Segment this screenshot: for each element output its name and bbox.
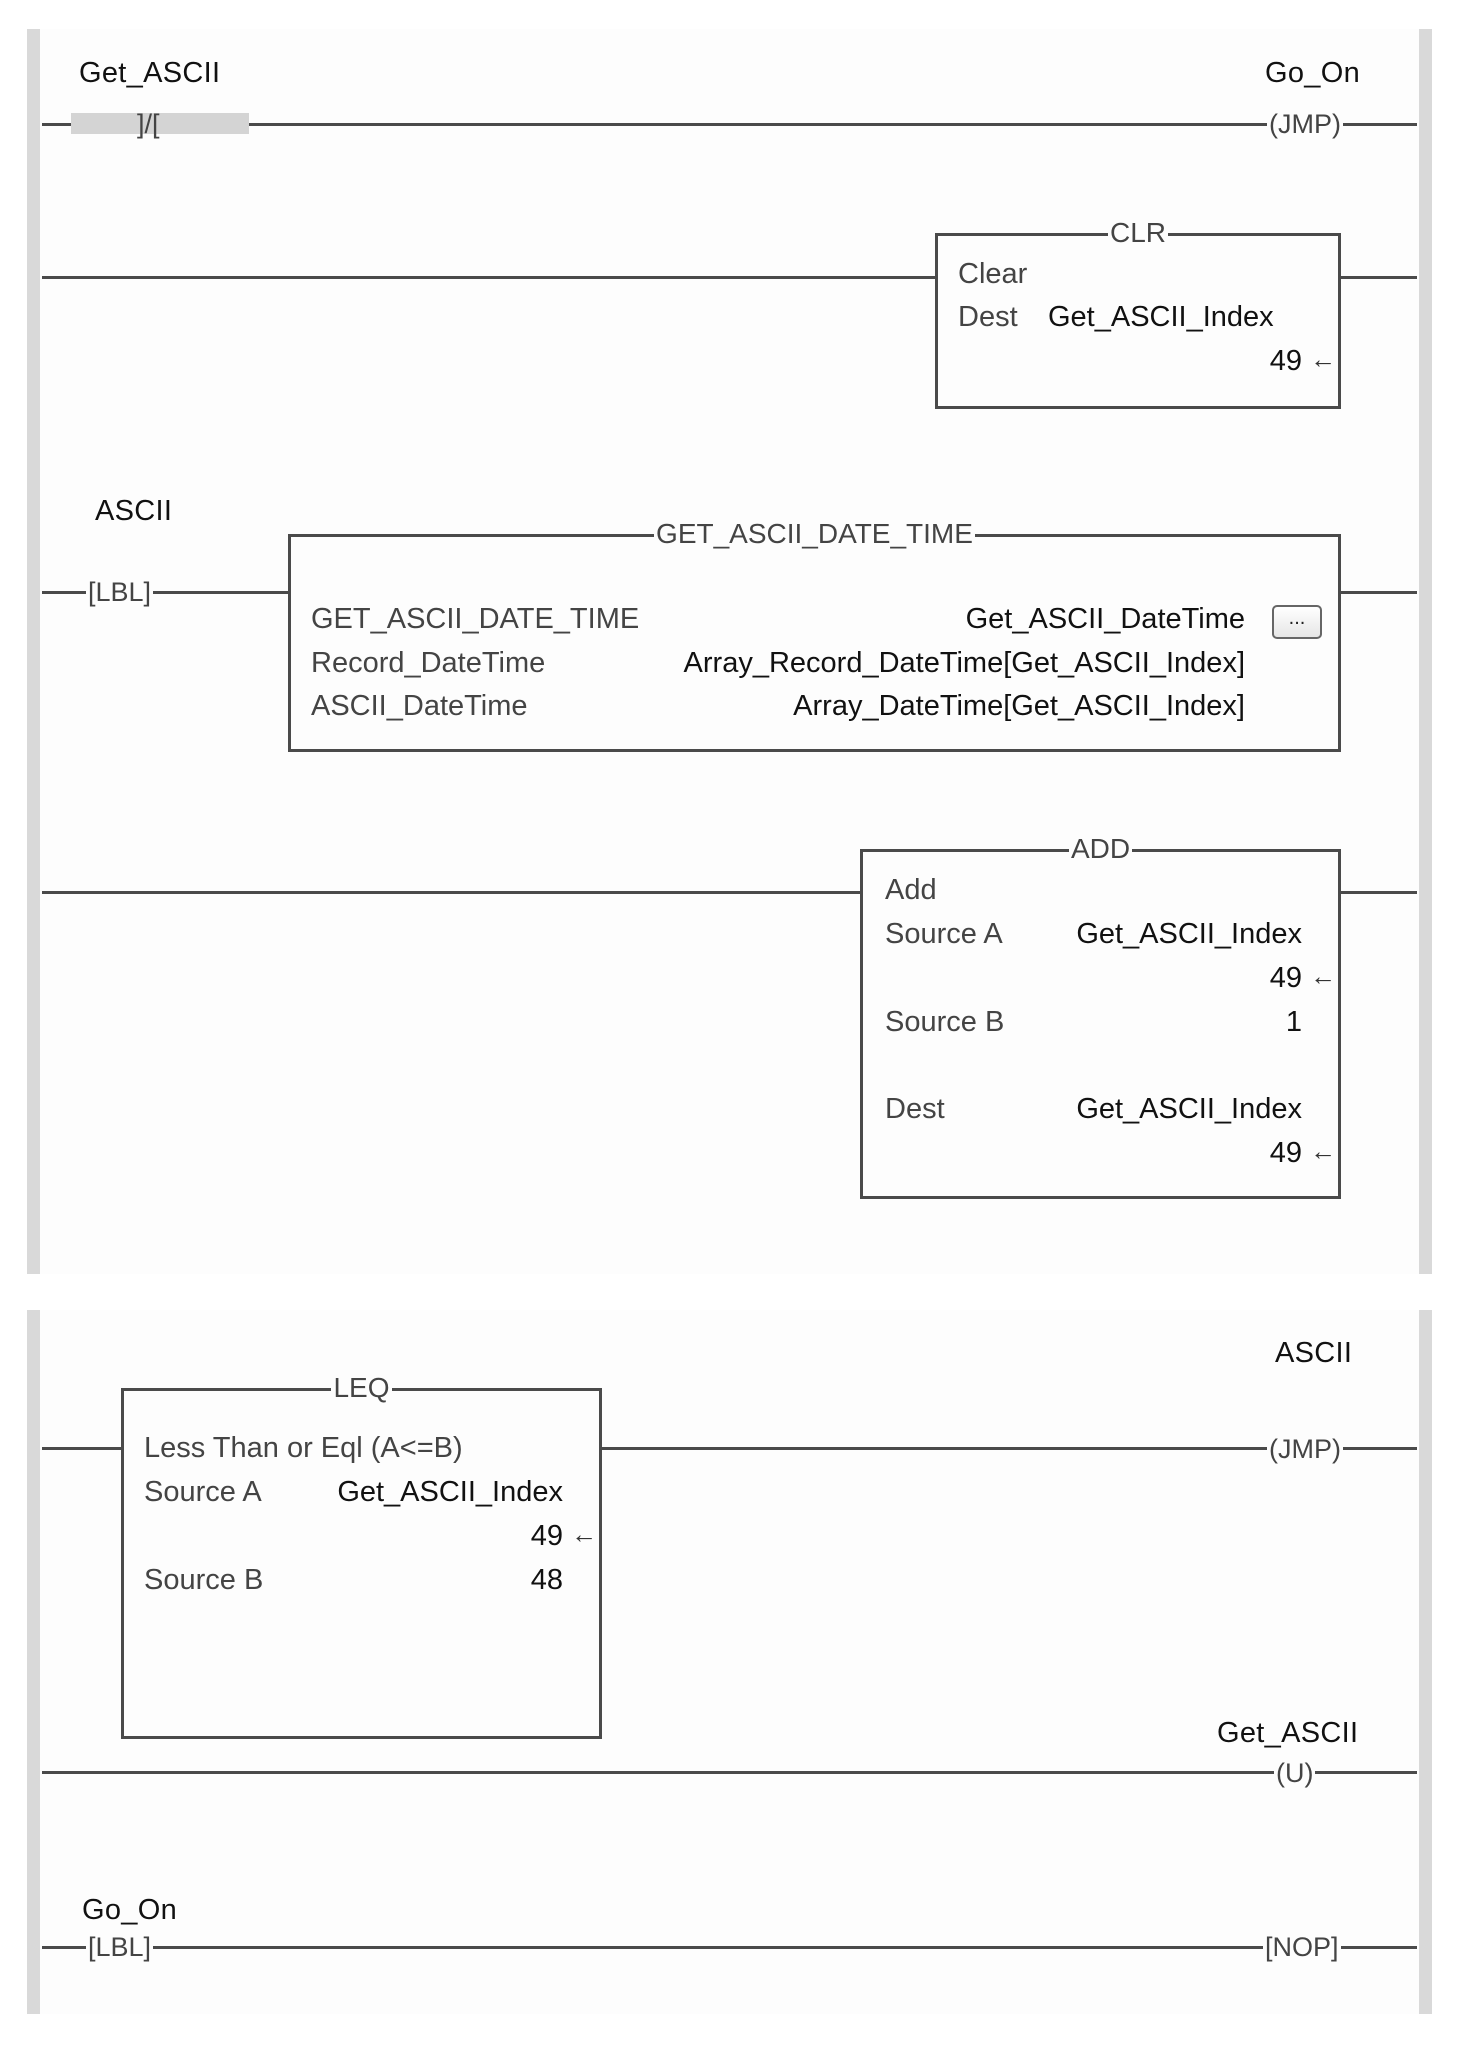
jmp-tag[interactable]: ASCII <box>1275 1337 1353 1369</box>
param-label: Source B <box>885 1006 1005 1038</box>
param-value[interactable]: Get_ASCII_DateTime <box>965 603 1245 635</box>
nop-instruction-icon[interactable]: [NOP] <box>1263 1932 1341 1962</box>
param-value[interactable]: Array_Record_DateTime[Get_ASCII_Index] <box>683 647 1245 679</box>
xio-contact-icon[interactable]: ]/[ <box>137 109 160 139</box>
live-value-arrow-icon: ← <box>571 1519 597 1549</box>
browse-button[interactable]: ... <box>1272 605 1322 639</box>
instruction-mnemonic: GET_ASCII_DATE_TIME <box>654 518 975 549</box>
param-value[interactable]: Get_ASCII_Index <box>1076 918 1302 950</box>
label-tag[interactable]: ASCII <box>95 495 173 527</box>
add-instruction-box[interactable]: ADD Add Source A Get_ASCII_Index 49 ← So… <box>860 833 1341 1199</box>
live-value: 49 <box>1269 962 1302 994</box>
param-label: ASCII_DateTime <box>311 690 528 722</box>
instruction-mnemonic: CLR <box>1107 217 1168 248</box>
instruction-mnemonic: LEQ <box>331 1372 392 1403</box>
live-value-arrow-icon: ← <box>1310 961 1336 991</box>
rung-wire <box>42 123 1417 126</box>
instruction-description: Less Than or Eql (A<=B) <box>144 1432 463 1464</box>
param-value[interactable]: Array_DateTime[Get_ASCII_Index] <box>793 690 1245 722</box>
param-value[interactable]: Get_ASCII_Index <box>1048 301 1274 333</box>
rung-wire <box>42 1946 1417 1949</box>
param-label: Source A <box>144 1476 262 1508</box>
live-value: 49 <box>1269 1137 1302 1169</box>
rung-wire <box>42 276 1417 279</box>
instruction-mnemonic: ADD <box>1068 833 1133 864</box>
aoi-instruction-box[interactable]: GET_ASCII_DATE_TIME GET_ASCII_DATE_TIME … <box>288 518 1341 752</box>
ladder-panel-2: LEQ Less Than or Eql (A<=B) Source A Get… <box>27 1310 1432 2014</box>
param-label: Record_DateTime <box>311 647 546 679</box>
label-tag[interactable]: Go_On <box>82 1894 177 1926</box>
live-value-arrow-icon: ← <box>1310 344 1336 374</box>
rung-wire <box>42 1447 1417 1450</box>
live-value: 49 <box>1269 345 1302 377</box>
param-value[interactable]: Get_ASCII_Index <box>1076 1093 1302 1125</box>
right-power-rail <box>1419 29 1432 1274</box>
param-label: Source A <box>885 918 1003 950</box>
left-power-rail <box>27 1310 40 2014</box>
lbl-instruction-icon[interactable]: [LBL] <box>86 1932 154 1962</box>
param-label: Source B <box>144 1564 264 1596</box>
unlatch-tag[interactable]: Get_ASCII <box>1217 1717 1359 1749</box>
leq-instruction-box[interactable]: LEQ Less Than or Eql (A<=B) Source A Get… <box>121 1372 602 1739</box>
ladder-panel-1: ]/[ Get_ASCII Go_On (JMP) CLR Clear Dest… <box>27 29 1432 1274</box>
right-power-rail <box>1419 1310 1432 2014</box>
instruction-description: Add <box>885 874 937 906</box>
contact-highlight <box>71 113 249 134</box>
param-value[interactable]: Get_ASCII_Index <box>337 1476 563 1508</box>
lbl-instruction-icon[interactable]: [LBL] <box>86 577 154 607</box>
param-label: Dest <box>885 1093 945 1125</box>
live-value: 49 <box>530 1520 563 1552</box>
clr-instruction-box[interactable]: CLR Clear Dest Get_ASCII_Index 49 ← <box>935 217 1341 409</box>
jmp-tag[interactable]: Go_On <box>1265 57 1360 89</box>
jmp-coil-icon[interactable]: (JMP) <box>1267 109 1343 139</box>
contact-tag[interactable]: Get_ASCII <box>79 57 221 89</box>
param-label: GET_ASCII_DATE_TIME <box>311 603 640 635</box>
left-power-rail <box>27 29 40 1274</box>
param-label: Dest <box>958 301 1018 333</box>
jmp-coil-icon[interactable]: (JMP) <box>1267 1434 1343 1464</box>
instruction-description: Clear <box>958 258 1028 290</box>
live-value-arrow-icon: ← <box>1310 1136 1336 1166</box>
param-value[interactable]: 1 <box>1285 1006 1302 1038</box>
param-value[interactable]: 48 <box>530 1564 563 1596</box>
unlatch-coil-icon[interactable]: (U) <box>1274 1758 1316 1788</box>
rung-wire <box>42 1771 1417 1774</box>
rung-wire <box>42 891 1417 894</box>
